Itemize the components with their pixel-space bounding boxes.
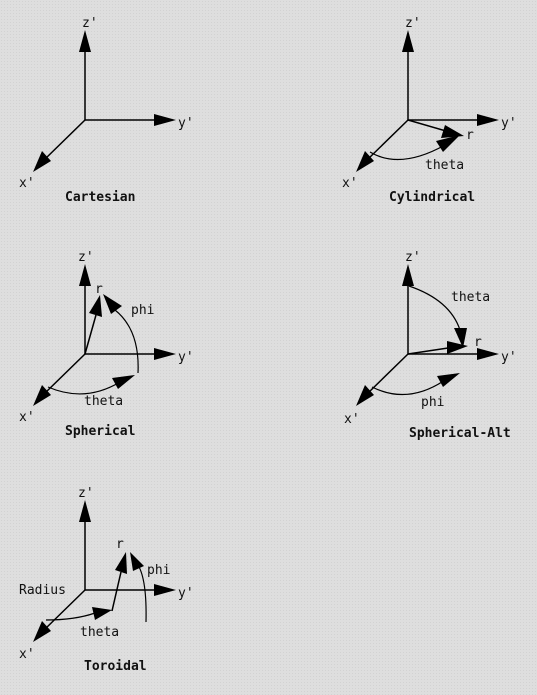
r-label: r <box>466 128 474 143</box>
y-label: y' <box>178 586 194 601</box>
spherical-alt-diagram: z' y' x' r theta phi Spherical-Alt <box>344 250 517 441</box>
z-label: z' <box>78 486 94 501</box>
x-label: x' <box>19 176 35 191</box>
y-arrowhead <box>477 348 499 360</box>
theta-arrowhead <box>92 607 112 620</box>
caption: Spherical <box>65 424 135 439</box>
y-arrowhead <box>154 348 176 360</box>
r-vector <box>407 347 449 355</box>
toroidal-diagram: z' y' x' r phi theta Radius Toroidal <box>19 486 194 674</box>
r-arrowhead <box>441 125 464 138</box>
z-arrowhead <box>79 500 91 522</box>
x-label: x' <box>19 410 35 425</box>
radius-label: Radius <box>19 583 66 598</box>
caption: Cylindrical <box>389 190 475 205</box>
theta-arrowhead <box>454 328 467 348</box>
phi-arc <box>114 309 139 374</box>
r-label: r <box>116 537 124 552</box>
y-arrowhead <box>477 114 499 126</box>
caption: Cartesian <box>65 190 135 205</box>
z-label: z' <box>78 250 94 265</box>
phi-label: phi <box>421 395 444 410</box>
theta-arc <box>408 285 461 331</box>
z-label: z' <box>405 250 421 265</box>
x-arrowhead <box>356 385 374 406</box>
y-arrowhead <box>154 114 176 126</box>
caption: Toroidal <box>84 659 147 674</box>
y-arrowhead <box>154 584 176 596</box>
z-label: z' <box>405 16 421 31</box>
x-axis <box>43 353 86 395</box>
y-label: y' <box>501 350 517 365</box>
theta-label: theta <box>80 625 119 640</box>
x-arrowhead <box>33 151 51 172</box>
theta-label: theta <box>84 394 123 409</box>
x-label: x' <box>19 647 35 662</box>
phi-arc <box>137 564 147 623</box>
z-arrowhead <box>402 264 414 286</box>
y-label: y' <box>178 350 194 365</box>
spherical-diagram: z' y' x' r phi theta Spherical <box>19 250 194 439</box>
theta-arc <box>369 144 446 161</box>
z-label: z' <box>82 16 98 31</box>
x-axis <box>43 589 86 631</box>
phi-arrowhead <box>437 373 460 387</box>
r-arrowhead <box>89 295 102 317</box>
r-vector <box>111 571 122 612</box>
x-arrowhead <box>33 621 51 642</box>
phi-arrowhead <box>103 294 122 314</box>
z-arrowhead <box>79 30 91 52</box>
theta-arrowhead <box>436 135 460 152</box>
theta-arc <box>47 381 121 395</box>
x-label: x' <box>344 412 360 427</box>
theta-arrowhead <box>112 375 135 389</box>
y-label: y' <box>501 116 517 131</box>
phi-label: phi <box>131 303 154 318</box>
x-arrowhead <box>356 151 374 172</box>
theta-arc <box>45 612 96 621</box>
x-axis <box>43 119 86 161</box>
r-label: r <box>474 335 482 350</box>
x-axis <box>366 119 409 161</box>
z-arrowhead <box>402 30 414 52</box>
r-vector <box>407 119 447 132</box>
cartesian-diagram: z' y' x' Cartesian <box>19 16 194 205</box>
r-vector <box>84 314 97 355</box>
r-arrowhead <box>115 552 127 574</box>
x-label: x' <box>342 176 358 191</box>
y-label: y' <box>178 116 194 131</box>
theta-label: theta <box>451 290 490 305</box>
x-arrowhead <box>33 385 51 406</box>
phi-arc <box>371 379 446 396</box>
phi-arrowhead <box>130 552 144 571</box>
theta-label: theta <box>425 158 464 173</box>
cylindrical-diagram: z' y' x' r theta Cylindrical <box>342 16 517 205</box>
r-arrowhead <box>447 341 468 354</box>
r-label: r <box>95 282 103 297</box>
phi-label: phi <box>147 563 170 578</box>
caption: Spherical-Alt <box>409 426 511 441</box>
z-arrowhead <box>79 264 91 286</box>
